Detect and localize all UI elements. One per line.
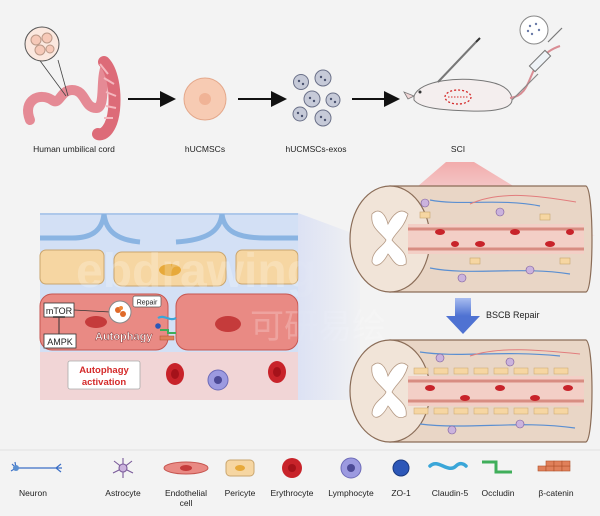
legend-zo1-label: ZO-1	[391, 488, 411, 498]
legend-zo1-icon	[392, 459, 410, 477]
autophagy-label: Autophagy	[95, 331, 153, 343]
mtor-label: mTOR	[46, 306, 73, 316]
legend-betacatenin-label: β-catenin	[538, 488, 573, 498]
zoom-beam	[298, 213, 360, 400]
legend-occludin-icon	[482, 460, 512, 474]
legend-pericyte-icon	[225, 459, 255, 477]
legend-claudin5-icon	[428, 461, 468, 470]
bscb-repair-arrow	[446, 298, 480, 334]
legend-neuron-label: Neuron	[19, 488, 47, 498]
label-sci: SCI	[451, 144, 465, 154]
autophagy-activation-line2: activation	[82, 377, 127, 388]
spinal-cord-repaired	[349, 339, 593, 443]
legend-erythrocyte-label: Erythrocyte	[271, 488, 314, 498]
rat-illustration	[403, 15, 563, 112]
repair-label: Repair	[137, 300, 158, 307]
legend-claudin5-label: Claudin-5	[432, 488, 469, 498]
tight-junction-icons	[155, 315, 177, 341]
legend-erythrocyte-icon	[282, 458, 302, 478]
ampk-box: AMPK	[43, 333, 77, 349]
legend-lymphocyte-label: Lymphocyte	[328, 488, 374, 498]
autophagy-activation-line1: Autophagy	[79, 365, 129, 376]
erythrocyte-in-lumen	[166, 361, 286, 385]
autophagosome-icon	[108, 300, 132, 324]
legend-endothelial-icon	[163, 461, 209, 475]
label-human-umbilical-cord: Human umbilical cord	[33, 144, 115, 154]
watermark-latin: ebdrawing	[76, 245, 316, 298]
legend-lymphocyte-icon	[340, 457, 362, 479]
label-hucmscs: hUCMSCs	[185, 144, 225, 154]
legend-endothelial-label-2: cell	[180, 498, 193, 508]
mechanism-panel	[39, 213, 299, 400]
ampk-label: AMPK	[47, 337, 73, 347]
legend-astrocyte-label: Astrocyte	[105, 488, 141, 498]
umbilical-cord-illustration	[23, 26, 121, 141]
legend-pericyte-label: Pericyte	[225, 488, 256, 498]
legend-astrocyte-icon	[112, 458, 134, 478]
legend-occludin-label: Occludin	[481, 488, 514, 498]
hucmsc-cell	[183, 77, 227, 121]
legend-neuron-icon	[10, 461, 62, 473]
spinal-cord-injured	[349, 185, 593, 293]
legend: Neuron Astrocyte Endothelial cell Pericy…	[0, 449, 600, 508]
autophagy-activation-box: Autophagy activation	[67, 360, 141, 390]
mtor-box: mTOR	[43, 302, 75, 318]
legend-endothelial-label-1: Endothelial	[165, 488, 207, 498]
label-hucmscs-exos: hUCMSCs-exos	[286, 144, 347, 154]
exosomes-illustration	[292, 69, 341, 127]
legend-betacatenin-icon	[537, 460, 571, 472]
bscb-repair-label: BSCB Repair	[486, 310, 540, 320]
